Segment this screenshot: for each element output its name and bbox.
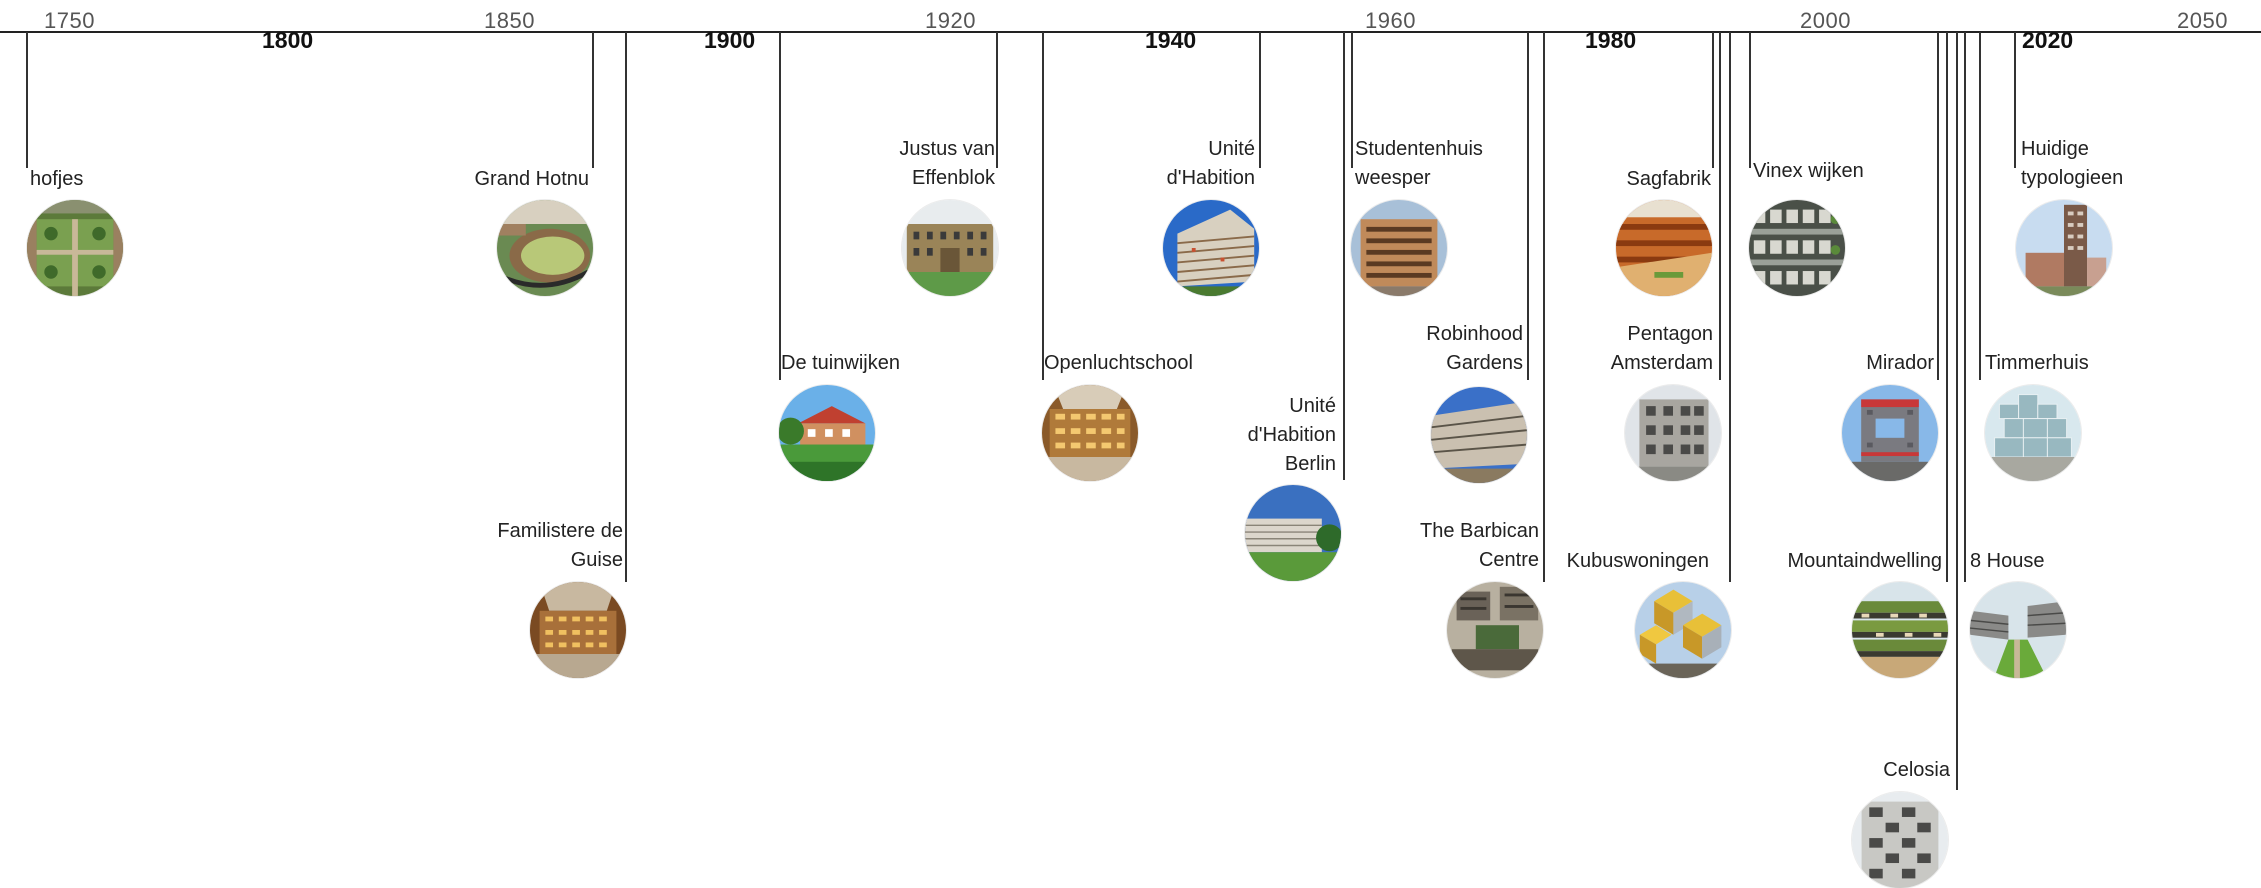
photo-hofjes (27, 200, 123, 296)
connector-line (1964, 32, 1966, 582)
axis-tick-label: 2050 (2177, 8, 2228, 33)
event-label-hofjes: hofjes (30, 168, 84, 190)
event-label-de-tuinwijken: De tuinwijken (781, 352, 900, 374)
decade-label: 1980 (1585, 27, 1637, 53)
connector-line (779, 32, 781, 380)
photo-unite-dhabition (1163, 200, 1259, 296)
event-label-mirador: Mirador (1866, 352, 1934, 374)
photo-de-tuinwijken (779, 385, 875, 481)
photo-grand-hotnu (497, 200, 593, 296)
photo-robinhood-gardens (1431, 387, 1527, 483)
connector-line (1979, 32, 1981, 380)
photo-familistere (530, 582, 626, 678)
decade-label: 1900 (704, 27, 756, 53)
photo-barbican (1447, 582, 1543, 678)
connector-line (996, 32, 998, 168)
connector-line (1729, 32, 1731, 582)
connector-line (1946, 32, 1948, 582)
connector-line (2014, 32, 2016, 168)
event-label-kubuswoningen: Kubuswoningen (1566, 550, 1709, 572)
decade-label: 2020 (2022, 27, 2074, 53)
axis-tick-label: 1960 (1365, 8, 1416, 33)
connector-line (1343, 32, 1345, 480)
event-label-vinex-wijken: Vinex wijken (1753, 160, 1864, 182)
axis-tick-label: 1920 (925, 8, 976, 33)
photo-unite-berlin (1245, 485, 1341, 581)
connector-line (1259, 32, 1261, 168)
decade-label: 1940 (1145, 27, 1197, 53)
event-label-grand-hotnu: Grand Hotnu (474, 168, 589, 190)
event-label-sagfabrik: Sagfabrik (1626, 168, 1712, 190)
photo-mountaindwelling (1852, 582, 1948, 678)
event-label-timmerhuis: Timmerhuis (1985, 352, 2089, 374)
photo-justus-van-effenblok (902, 200, 998, 296)
photo-sagfabrik (1616, 200, 1712, 296)
connector-line (1527, 32, 1529, 380)
connector-line (625, 32, 627, 582)
axis-tick-label: 1850 (484, 8, 535, 33)
connector-line (1749, 32, 1751, 168)
photo-timmerhuis (1985, 385, 2081, 481)
event-label-8-house: 8 House (1970, 550, 2045, 572)
connector-line (1719, 32, 1721, 380)
decade-label: 1800 (262, 27, 314, 53)
photo-vinex-wijken (1749, 200, 1845, 296)
photo-pentagon-amsterdam (1625, 385, 1721, 481)
connector-line (592, 32, 594, 168)
connector-line (1543, 32, 1545, 582)
photo-celosia (1852, 792, 1948, 888)
connector-line (26, 32, 28, 168)
connector-line (1956, 32, 1958, 790)
event-label-openluchtschool: Openluchtschool (1044, 352, 1193, 374)
photo-mirador (1842, 385, 1938, 481)
photo-8-house (1970, 582, 2066, 678)
photo-huidige-typologieen (2016, 200, 2112, 296)
event-label-celosia: Celosia (1883, 759, 1950, 781)
photo-studentenhuis-weesper (1351, 200, 1447, 296)
axis-tick-label: 1750 (44, 8, 95, 33)
photo-openluchtschool (1042, 385, 1138, 481)
connector-line (1351, 32, 1353, 168)
timeline-axis (0, 31, 2261, 33)
connector-line (1937, 32, 1939, 380)
event-label-mountaindwelling: Mountaindwelling (1787, 550, 1942, 572)
photo-kubuswoningen (1635, 582, 1731, 678)
connector-line (1712, 32, 1714, 168)
connector-line (1042, 32, 1044, 380)
axis-tick-label: 2000 (1800, 8, 1851, 33)
